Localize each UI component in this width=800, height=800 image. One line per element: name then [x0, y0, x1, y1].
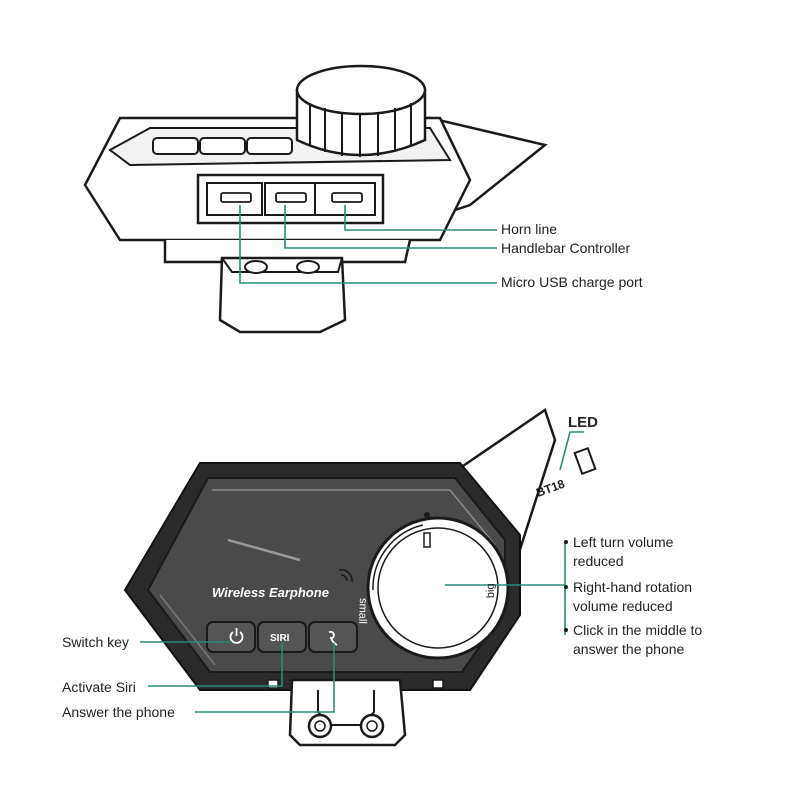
label-switch-key: Switch key	[62, 634, 129, 650]
label-click-middle-1: Click in the middle to	[573, 622, 703, 638]
label-led: LED	[568, 414, 598, 431]
label-activate-siri: Activate Siri	[62, 679, 136, 695]
power-icon	[229, 628, 244, 644]
dial-small-label: small	[356, 598, 369, 624]
top-device	[83, 64, 548, 334]
label-left-turn-1: Left turn volume	[573, 534, 674, 550]
bottom-device	[123, 408, 597, 747]
front-buttons	[206, 621, 358, 653]
label-usb-port: Micro USB charge port	[501, 274, 643, 290]
dial-big-label: big	[484, 583, 497, 598]
bottom-mount	[267, 678, 444, 747]
label-horn-line: Horn line	[501, 221, 558, 237]
top-mount	[218, 256, 347, 334]
brand-text: Wireless Earphone	[212, 585, 329, 600]
ports	[206, 182, 376, 216]
bullet-click-middle	[564, 628, 568, 632]
siri-button-text: SIRI	[270, 633, 290, 644]
volume-dial	[366, 512, 510, 660]
bullet-right-rotation	[564, 585, 568, 589]
label-answer-phone: Answer the phone	[62, 704, 175, 720]
top-buttons	[152, 137, 293, 155]
led-window	[573, 446, 597, 476]
phone-icon	[328, 630, 338, 646]
label-right-rotation-2: volume reduced	[573, 598, 673, 614]
wireless-signal-icon	[338, 569, 353, 583]
bullet-left-turn	[564, 540, 568, 544]
top-knob	[295, 64, 427, 157]
label-right-rotation-1: Right-hand rotation	[573, 579, 693, 595]
label-click-middle-2: answer the phone	[573, 641, 685, 657]
label-left-turn-2: reduced	[573, 553, 624, 569]
label-handlebar-controller: Handlebar Controller	[501, 240, 631, 256]
